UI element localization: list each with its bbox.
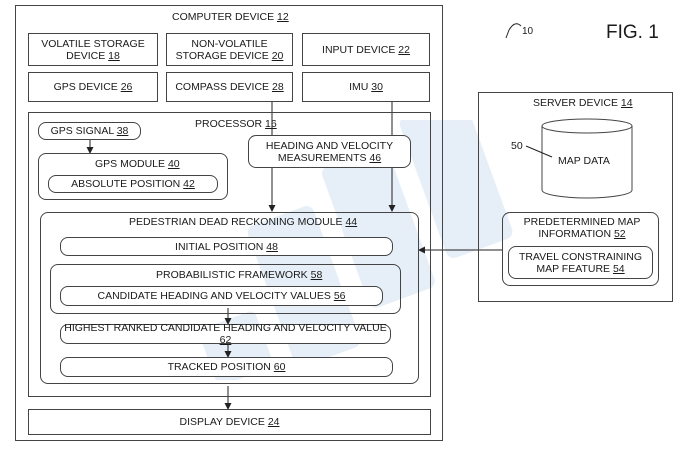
gps-signal-box: GPS SIGNAL 38 <box>38 122 141 140</box>
input-device-box: INPUT DEVICE 22 <box>302 33 430 66</box>
nonvolatile-storage-box: NON-VOLATILE STORAGE DEVICE 20 <box>166 33 293 66</box>
heading-velocity-measurements-box: HEADING AND VELOCITY MEASUREMENTS 46 <box>248 135 411 168</box>
highest-ranked-value-box: HIGHEST RANKED CANDIDATE HEADING AND VEL… <box>60 322 391 346</box>
compass-device-box: COMPASS DEVICE 28 <box>166 72 293 102</box>
gps-module-frame <box>38 153 228 200</box>
imu-box: IMU 30 <box>302 72 430 102</box>
server-device-frame <box>478 92 673 302</box>
gps-module-title: GPS MODULE 40 <box>95 158 180 170</box>
map-data-ref: 50 <box>511 140 523 152</box>
computer-device-frame <box>15 5 443 441</box>
candidate-values-box: CANDIDATE HEADING AND VELOCITY VALUES 56 <box>60 286 383 306</box>
map-data-label: MAP DATA <box>558 155 610 167</box>
map-data-cylinder <box>541 118 633 199</box>
processor-title: PROCESSOR 16 <box>195 118 277 130</box>
figure-label: FIG. 1 <box>606 22 659 43</box>
initial-position-box: INITIAL POSITION 48 <box>60 237 393 256</box>
probabilistic-framework-frame <box>50 264 401 314</box>
tracked-position-box: TRACKED POSITION 60 <box>60 357 393 377</box>
display-device-box: DISPLAY DEVICE 24 <box>28 409 431 435</box>
absolute-position-box: ABSOLUTE POSITION 42 <box>48 175 218 193</box>
probabilistic-framework-title: PROBABILISTIC FRAMEWORK 58 <box>156 269 323 281</box>
pdr-module-frame <box>40 212 419 384</box>
travel-constraining-feature-box: TRAVEL CONSTRAINING MAP FEATURE 54 <box>508 246 653 279</box>
processor-frame <box>28 112 431 397</box>
pdr-module-title: PEDESTRIAN DEAD RECKONING MODULE 44 <box>129 216 358 228</box>
map-information-frame <box>502 212 659 286</box>
volatile-storage-box: VOLATILE STORAGE DEVICE 18 <box>28 33 158 66</box>
computer-device-title: COMPUTER DEVICE 12 <box>172 11 289 23</box>
map-information-title: PREDETERMINED MAP INFORMATION 52 <box>523 216 641 240</box>
figure-ref: 10 <box>522 26 534 37</box>
gps-device-box: GPS DEVICE 26 <box>28 72 158 102</box>
server-device-title: SERVER DEVICE 14 <box>533 97 633 109</box>
